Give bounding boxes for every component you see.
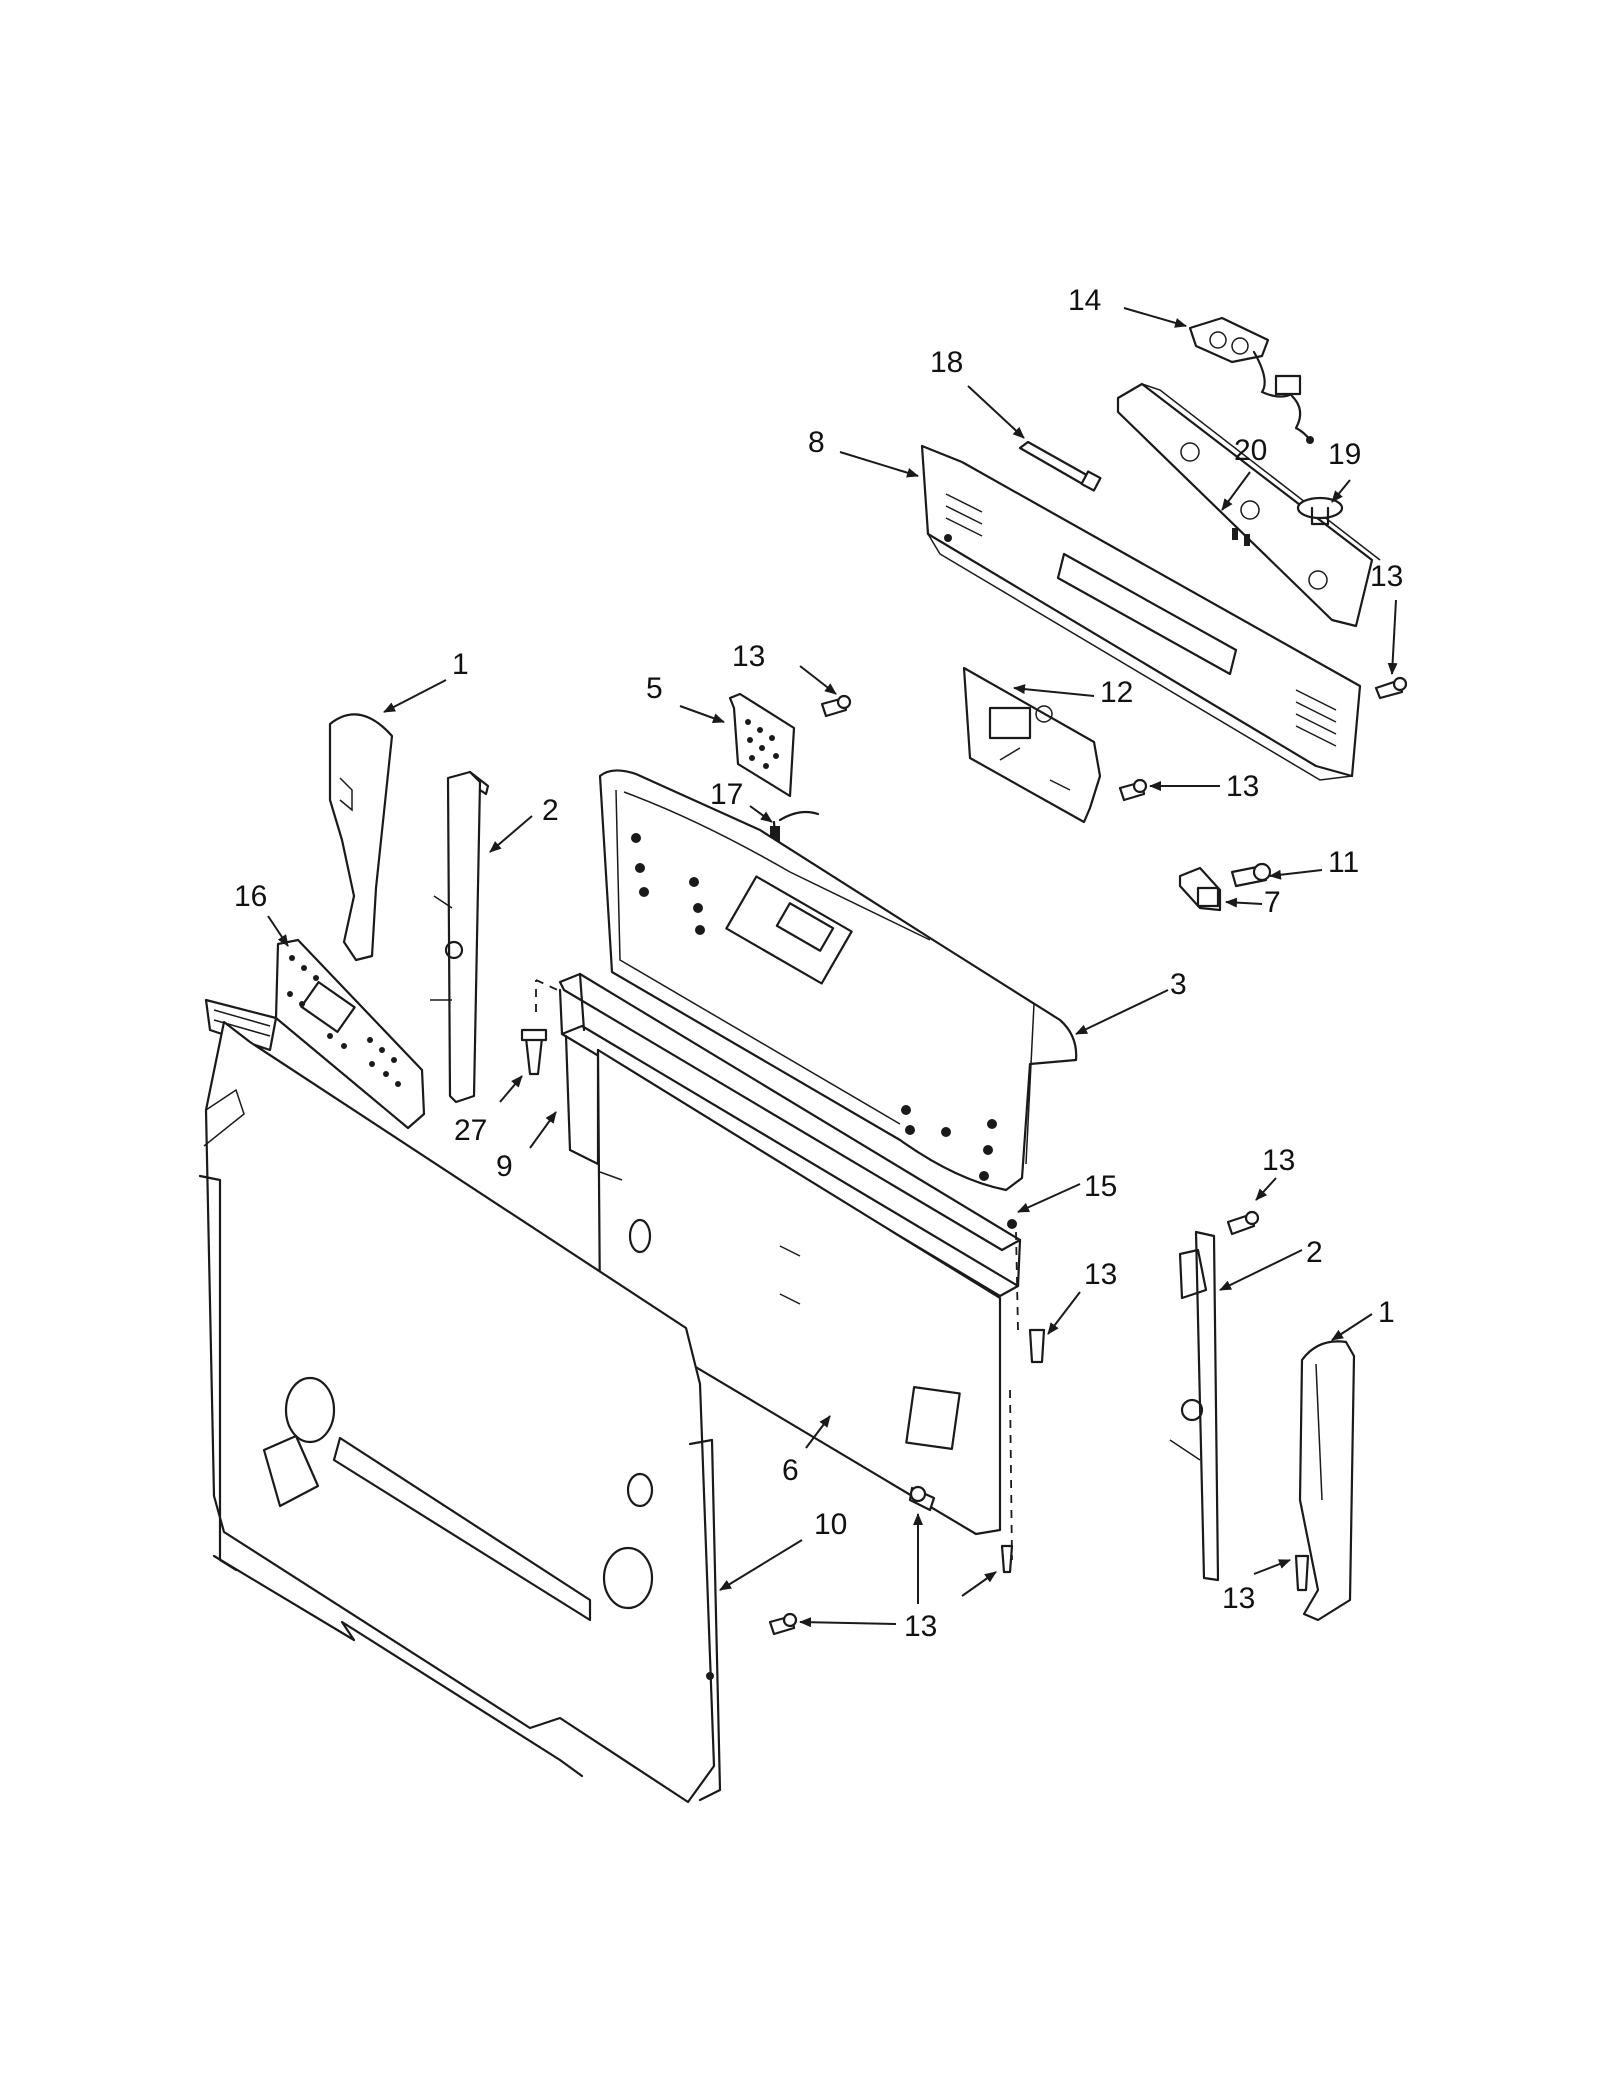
part-13-screw-c: [1118, 778, 1148, 802]
part-19-thermostat: [1296, 496, 1344, 526]
callout-2: 2: [1306, 1236, 1323, 1269]
callout-13: 13: [1226, 770, 1259, 803]
part-2-right-bracket: [1169, 1230, 1220, 1582]
part-3-control-console: [598, 769, 1078, 1192]
part-27-guide: [535, 979, 563, 1012]
part-7-clip: [1178, 866, 1222, 912]
callout-20: 20: [1234, 434, 1267, 467]
callout-14: 14: [1068, 284, 1101, 317]
callout-27: 27: [454, 1114, 487, 1147]
callout-19: 19: [1328, 438, 1361, 471]
callout-8: 8: [808, 426, 825, 459]
part-12-control-board: [962, 666, 1102, 824]
part-16-membrane: [204, 938, 426, 1130]
callout-13: 13: [904, 1610, 937, 1643]
part-1-right-endcap: [1298, 1340, 1356, 1622]
callout-13: 13: [1370, 560, 1403, 593]
callout-6: 6: [782, 1454, 799, 1487]
part-13-screw-e: [1028, 1328, 1046, 1364]
part-1-left-endcap: [328, 713, 394, 962]
callout-13: 13: [1084, 1258, 1117, 1291]
part-13-screw-d: [1226, 1210, 1260, 1236]
part-2-left-bracket: [430, 770, 490, 1104]
callout-1: 1: [1378, 1296, 1395, 1329]
part-13-guide: [1009, 1389, 1013, 1561]
callout-11: 11: [1328, 846, 1359, 879]
callout-16: 16: [234, 880, 267, 913]
callout-13: 13: [732, 640, 765, 673]
callout-17: 17: [710, 778, 743, 811]
part-20-switch-bracket: [1116, 382, 1381, 628]
part-13-screw-h: [768, 1612, 798, 1636]
callout-13: 13: [1222, 1582, 1255, 1615]
callout-9: 9: [496, 1150, 513, 1183]
part-11-screw: [1230, 862, 1272, 888]
part-5-board: [728, 692, 796, 798]
part-13-screw-i: [1294, 1554, 1310, 1592]
callout-15: 15: [1084, 1170, 1117, 1203]
part-18-strip: [1018, 440, 1102, 492]
part-8-manifold-panel: [920, 444, 1362, 781]
part-6-lower-panel: [596, 1048, 1002, 1536]
part-15-guide: [1015, 1231, 1019, 1331]
part-14-harness: [1188, 316, 1314, 444]
part-13-screw-f: [908, 1485, 936, 1512]
callout-10: 10: [814, 1508, 847, 1541]
part-15-screw: [1007, 1219, 1017, 1229]
part-13-screw-b: [1374, 676, 1408, 700]
callout-1: 1: [452, 648, 469, 681]
callout-labels: 14 18 8 20 19 13 1 13 5 12 17 13 2 11 7 …: [234, 284, 1403, 1643]
callout-7: 7: [1264, 886, 1281, 919]
part-13-screw-a: [820, 694, 852, 718]
callout-2: 2: [542, 794, 559, 827]
part-13-screw-g: [1000, 1544, 1014, 1574]
callout-18: 18: [930, 346, 963, 379]
callout-13: 13: [1262, 1144, 1295, 1177]
part-27-screw: [520, 1028, 548, 1076]
callout-3: 3: [1170, 968, 1187, 1001]
part-10-rear-panel: [198, 1020, 722, 1804]
callout-12: 12: [1100, 676, 1133, 709]
leader-lines: [267, 307, 1398, 1628]
callout-5: 5: [646, 672, 663, 705]
